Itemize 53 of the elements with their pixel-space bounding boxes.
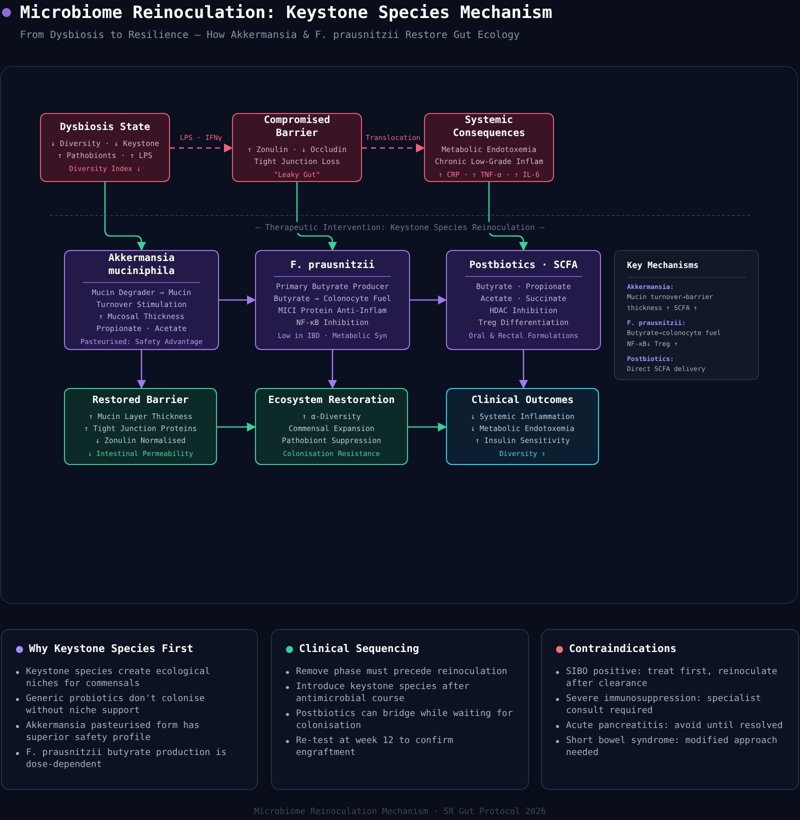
box-heading: Restored Barrier bbox=[92, 394, 189, 406]
title: Microbiome Reinoculation: Keystone Species Mechanism bbox=[20, 2, 552, 25]
bullet-text: Severe immunosuppression: specialist consult required bbox=[566, 692, 762, 717]
bullet-text: Introduce keystone species after antimicrobial course bbox=[296, 680, 470, 705]
box-heading: Clinical Outcomes bbox=[471, 394, 574, 406]
process-box bbox=[40, 113, 170, 182]
bullet-text: Generic probiotics don't colonise without niche support bbox=[26, 692, 206, 717]
bullet-text: Keystone species create ecological niches for commensals bbox=[26, 666, 212, 690]
arrow bbox=[219, 295, 256, 305]
arrow bbox=[488, 182, 528, 251]
bullet-text: Postbiotics can bridge while waiting for colonisation bbox=[296, 708, 514, 732]
bullet-text: Short bowel syndrome: modified approach needed bbox=[566, 734, 778, 759]
bullet-text: F. prausnitzii butyrate production is dose-dependent bbox=[26, 746, 228, 771]
bullet-text: Re-test at week 12 to confirm engraftment bbox=[296, 734, 454, 759]
arrow bbox=[362, 143, 425, 153]
footer-text: Microbiome Reinoculation Mechanism · 5R Gut Protocol 2026 bbox=[253, 806, 547, 819]
box-heading: F. prausnitzii bbox=[290, 258, 375, 272]
arrow bbox=[410, 295, 447, 305]
box-heading: Compromised Barrier bbox=[262, 114, 332, 140]
bullet-text: Acute pancreatitis: avoid until resolved bbox=[566, 720, 784, 732]
bullet-text: Akkermansia pasteurised form has superior safety profile bbox=[26, 720, 200, 744]
arrow bbox=[328, 350, 338, 389]
arrow bbox=[104, 182, 146, 251]
process-box bbox=[64, 250, 219, 350]
process-box bbox=[446, 388, 599, 465]
process-box bbox=[232, 113, 362, 182]
process-box bbox=[255, 388, 408, 465]
box-heading: Akkermansia muciniphila bbox=[107, 252, 176, 278]
subtitle: From Dysbiosis to Resilience — How Akkermansia & F. prausnitzii Restore Gut Ecology bbox=[20, 29, 520, 43]
info-card bbox=[1, 629, 258, 790]
arrow bbox=[518, 350, 528, 389]
box-heading: Systemic Consequences bbox=[452, 114, 526, 140]
arrow bbox=[296, 182, 338, 251]
arrow bbox=[136, 350, 146, 389]
process-box bbox=[446, 250, 601, 350]
bullet-text: Remove phase must precede reinoculation bbox=[296, 666, 508, 678]
card-heading: Why Keystone Species First bbox=[29, 642, 194, 657]
arrow bbox=[408, 422, 447, 432]
card-heading: Contraindications bbox=[569, 642, 676, 657]
box-heading: Ecosystem Restoration bbox=[268, 394, 395, 406]
arrow bbox=[217, 422, 256, 432]
process-box bbox=[64, 388, 217, 465]
info-card bbox=[541, 629, 799, 790]
box-heading: Postbiotics · SCFA bbox=[469, 258, 578, 272]
process-box bbox=[424, 113, 554, 182]
bullet-text: SIBO positive: treat first, reinoculate after clearance bbox=[566, 666, 778, 690]
info-panel bbox=[614, 250, 759, 380]
box-heading: Dysbiosis State bbox=[60, 120, 150, 134]
info-card bbox=[271, 629, 529, 790]
panel-heading: Key Mechanisms bbox=[627, 259, 746, 278]
arrow bbox=[170, 143, 233, 153]
card-heading: Clinical Sequencing bbox=[299, 642, 420, 657]
process-box bbox=[255, 250, 410, 350]
